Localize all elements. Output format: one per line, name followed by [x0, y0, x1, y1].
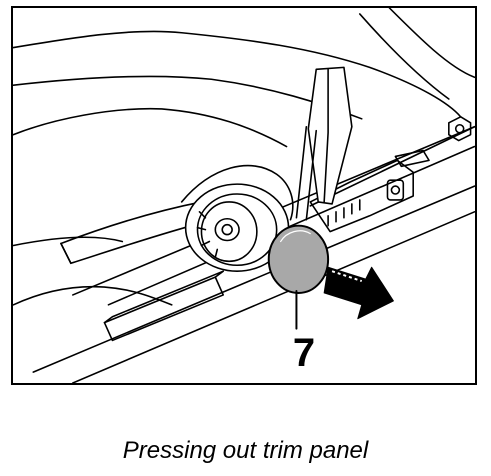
slide-block-top	[103, 270, 225, 324]
rail-bolt	[448, 116, 472, 142]
seat-cushion-outline	[13, 30, 462, 118]
slide-block	[103, 276, 225, 342]
lever-arm	[180, 164, 294, 221]
screwdriver-handle	[307, 66, 353, 205]
handwheel-tread	[196, 211, 219, 259]
adjustment-lever-detail	[60, 242, 72, 265]
mounting-bracket	[309, 159, 414, 233]
trim-panel-highlight	[280, 230, 311, 243]
handwheel-rim	[196, 193, 278, 267]
push-arrow-icon	[323, 266, 394, 320]
callout-number-7: 7	[292, 331, 316, 375]
seat-cushion-side	[13, 107, 288, 148]
bracket-vents	[327, 199, 361, 227]
seat-lower-edge	[13, 236, 124, 247]
rail-lower	[32, 185, 475, 373]
screwdriver-handle-facet	[323, 68, 329, 203]
figure-caption: Pressing out trim panel	[122, 437, 369, 464]
seat-body-contour	[13, 285, 173, 306]
trim-panel-cover	[267, 224, 330, 294]
seat-rail-illustration	[13, 8, 475, 383]
screwdriver-shaft	[295, 125, 318, 221]
bracket-clip-hole	[390, 185, 401, 195]
seat-back-line-2	[358, 13, 450, 100]
handwheel-bolt	[221, 223, 233, 236]
rail-top-edge	[309, 125, 475, 207]
rail-bolt-center	[454, 123, 465, 134]
rail-lower-inner	[72, 211, 475, 383]
seat-back-line	[388, 8, 475, 79]
handwheel-hub	[214, 217, 240, 242]
handwheel-face	[200, 201, 258, 263]
illustration-frame: 7	[11, 6, 477, 385]
bracket-clip	[386, 179, 405, 201]
bracket-tab	[394, 149, 430, 168]
